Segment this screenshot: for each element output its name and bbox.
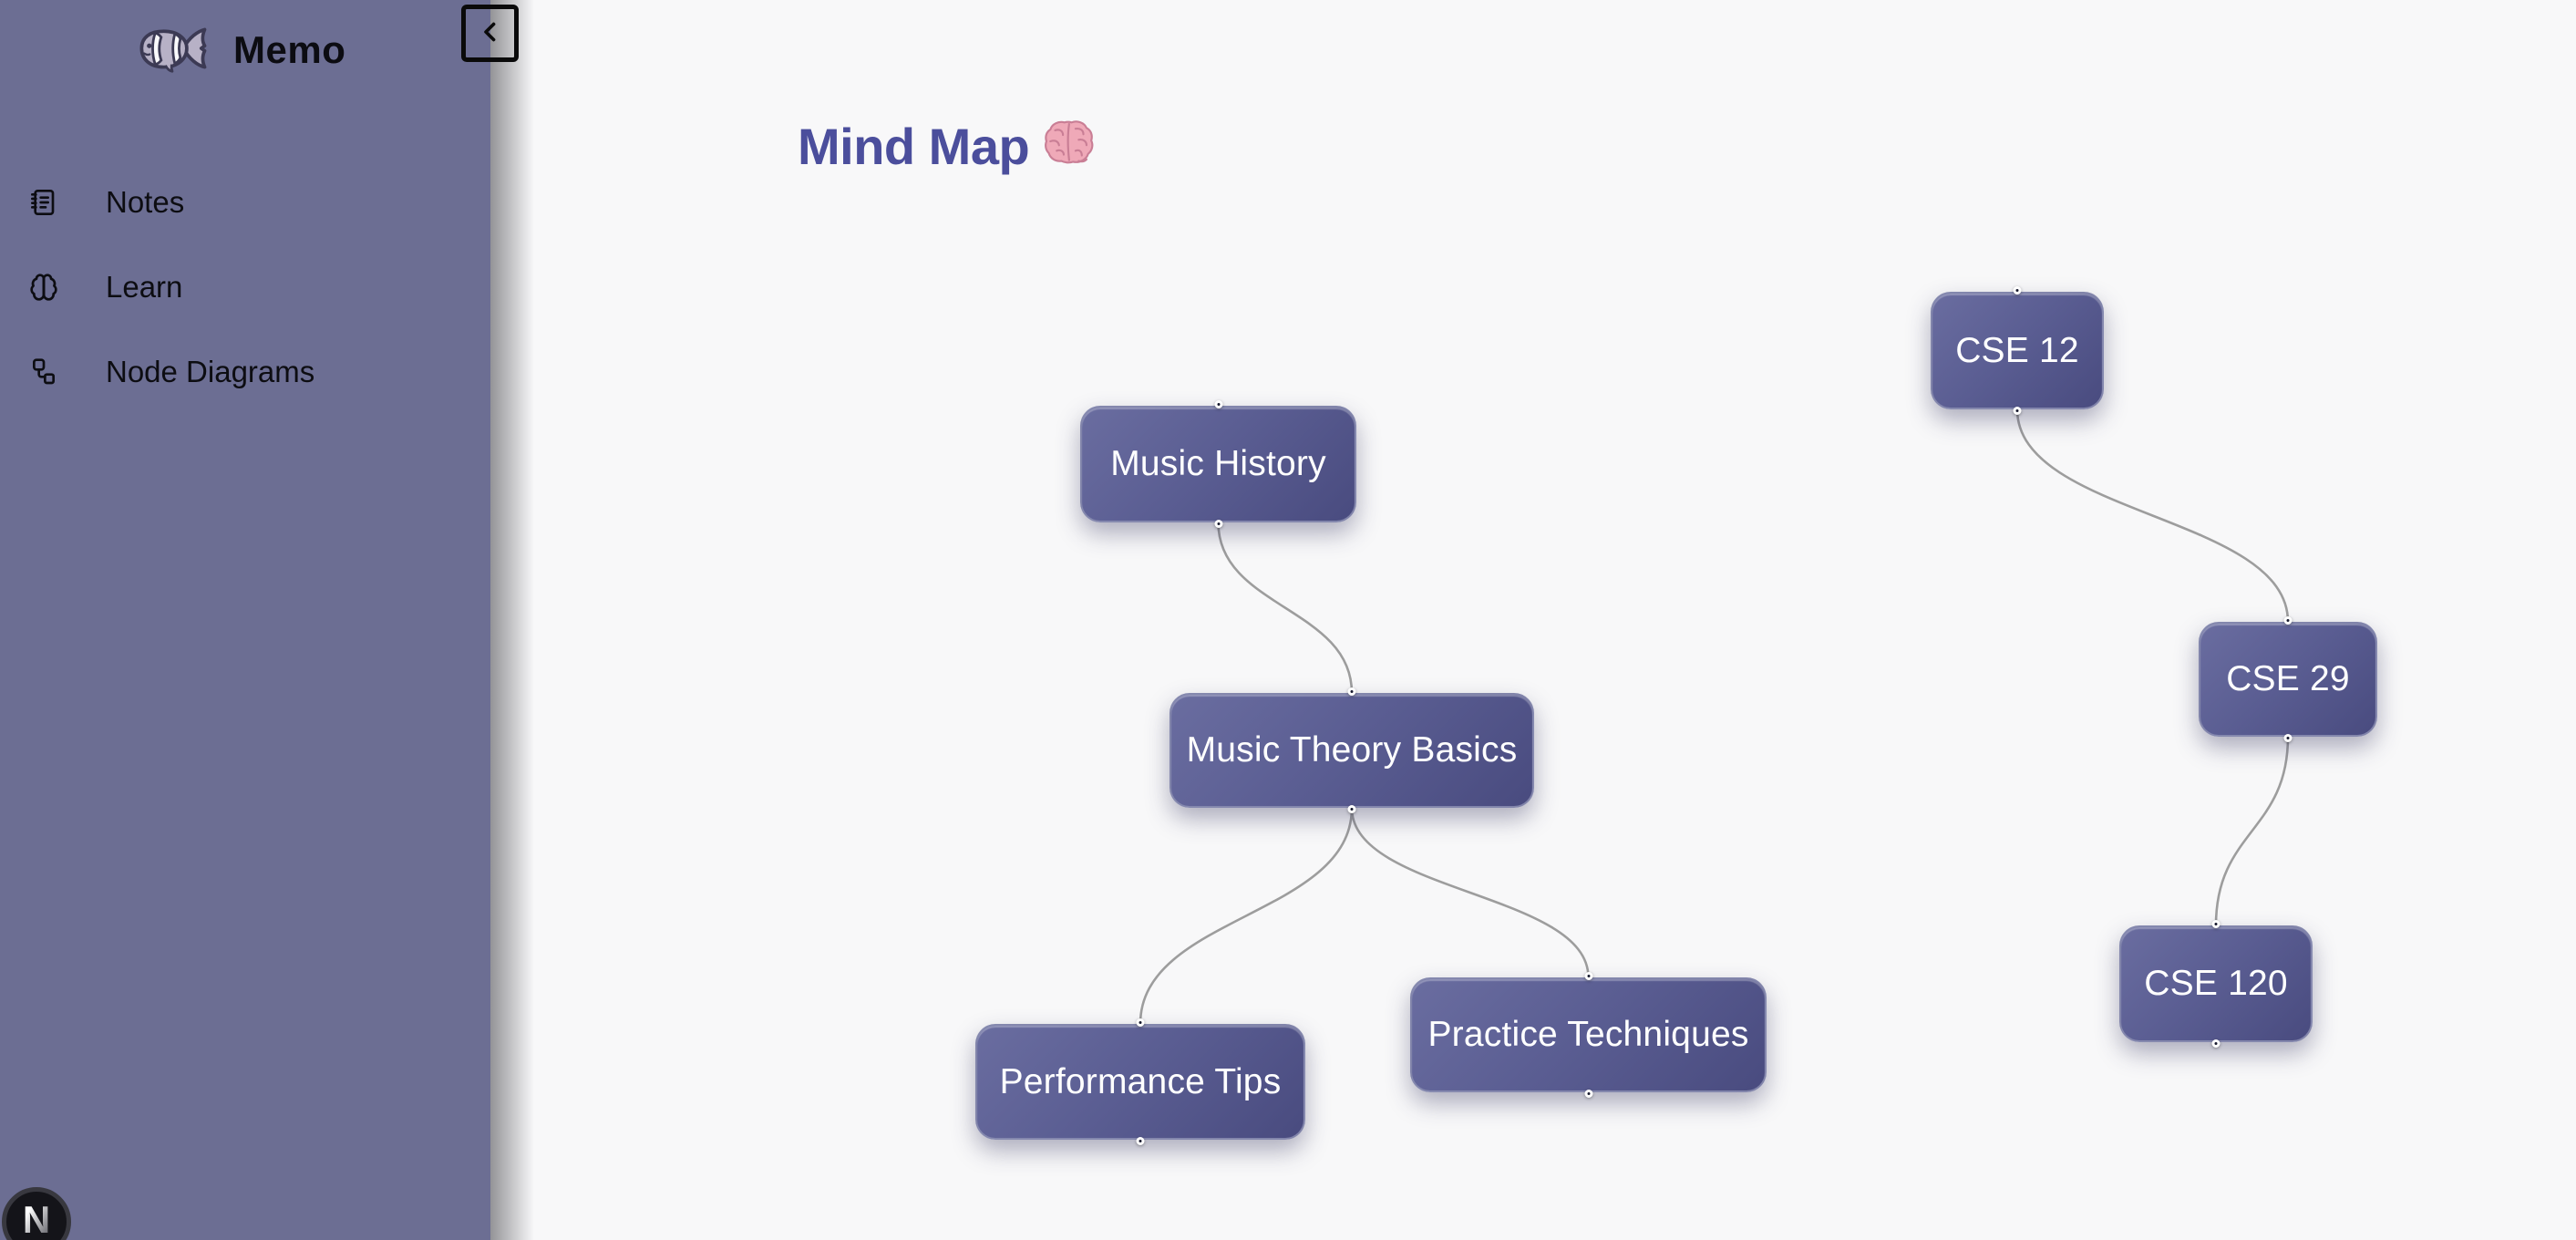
brain-emoji bbox=[1044, 117, 1095, 176]
edge-music-history-to-music-theory-basics[interactable] bbox=[1217, 522, 1354, 694]
clownfish-icon bbox=[133, 20, 211, 81]
edge-music-theory-basics-to-practice-techniques[interactable] bbox=[1350, 807, 1590, 978]
node-label: Practice Techniques bbox=[1427, 1015, 1749, 1054]
node-cse-120[interactable]: CSE 120 bbox=[2119, 920, 2313, 1048]
sidebar-item-label: Node Diagrams bbox=[106, 354, 315, 388]
node-label: CSE 12 bbox=[1955, 330, 2079, 370]
app-name: Memo bbox=[233, 28, 346, 71]
node-handle-top[interactable] bbox=[1584, 972, 1592, 980]
sidebar-item-learn[interactable]: Learn bbox=[0, 244, 490, 329]
node-label: Performance Tips bbox=[999, 1061, 1282, 1101]
node-handle-bottom[interactable] bbox=[1347, 805, 1356, 813]
user-initial: N bbox=[22, 1198, 51, 1240]
node-handle-bottom[interactable] bbox=[2013, 407, 2022, 415]
node-handle-top[interactable] bbox=[1347, 687, 1356, 696]
node-handle-bottom[interactable] bbox=[1136, 1137, 1145, 1145]
node-handle-bottom[interactable] bbox=[1214, 520, 1222, 528]
page-title-text: Mind Map bbox=[798, 118, 1030, 175]
node-performance-tips[interactable]: Performance Tips bbox=[975, 1018, 1305, 1145]
edge-cse29-to-cse120[interactable] bbox=[2214, 736, 2290, 926]
node-handle-bottom[interactable] bbox=[2211, 1039, 2221, 1048]
node-handle-top[interactable] bbox=[2013, 286, 2022, 294]
sidebar: Memo Notes Learn bbox=[0, 0, 490, 1240]
node-label: Music History bbox=[1110, 444, 1326, 483]
node-handle-top[interactable] bbox=[2283, 616, 2293, 625]
app-logo: Memo bbox=[133, 20, 345, 80]
node-handle-bottom[interactable] bbox=[2283, 734, 2293, 742]
node-label: Music Theory Basics bbox=[1186, 730, 1518, 770]
workflow-icon bbox=[29, 357, 58, 387]
user-avatar[interactable]: N bbox=[2, 1187, 71, 1240]
sidebar-item-label: Learn bbox=[106, 269, 183, 304]
node-handle-top[interactable] bbox=[1136, 1018, 1145, 1027]
brain-icon bbox=[29, 273, 58, 302]
sidebar-nav: Notes Learn Node Diagrams bbox=[0, 160, 490, 414]
node-label: CSE 120 bbox=[2144, 964, 2288, 1003]
edge-cse12-to-cse29[interactable] bbox=[2015, 408, 2290, 623]
edge-music-theory-basics-to-performance-tips[interactable] bbox=[1139, 807, 1354, 1025]
node-music-theory-basics[interactable]: Music Theory Basics bbox=[1170, 687, 1534, 813]
node-music-history[interactable]: Music History bbox=[1080, 400, 1356, 528]
chevron-left-icon bbox=[475, 16, 506, 50]
node-handle-top[interactable] bbox=[2211, 920, 2221, 928]
sidebar-item-label: Notes bbox=[106, 184, 185, 219]
collapse-sidebar-button[interactable] bbox=[461, 5, 519, 62]
node-practice-techniques[interactable]: Practice Techniques bbox=[1410, 972, 1767, 1098]
sidebar-item-notes[interactable]: Notes bbox=[0, 160, 490, 244]
node-cse-29[interactable]: CSE 29 bbox=[2199, 616, 2377, 742]
notebook-icon bbox=[29, 188, 58, 217]
node-handle-top[interactable] bbox=[1214, 400, 1222, 408]
node-handle-bottom[interactable] bbox=[1584, 1090, 1592, 1098]
node-cse-12[interactable]: CSE 12 bbox=[1931, 286, 2104, 415]
node-label: CSE 29 bbox=[2226, 659, 2350, 698]
page-title: Mind Map bbox=[798, 117, 1095, 176]
sidebar-item-node-diagrams[interactable]: Node Diagrams bbox=[0, 329, 490, 414]
